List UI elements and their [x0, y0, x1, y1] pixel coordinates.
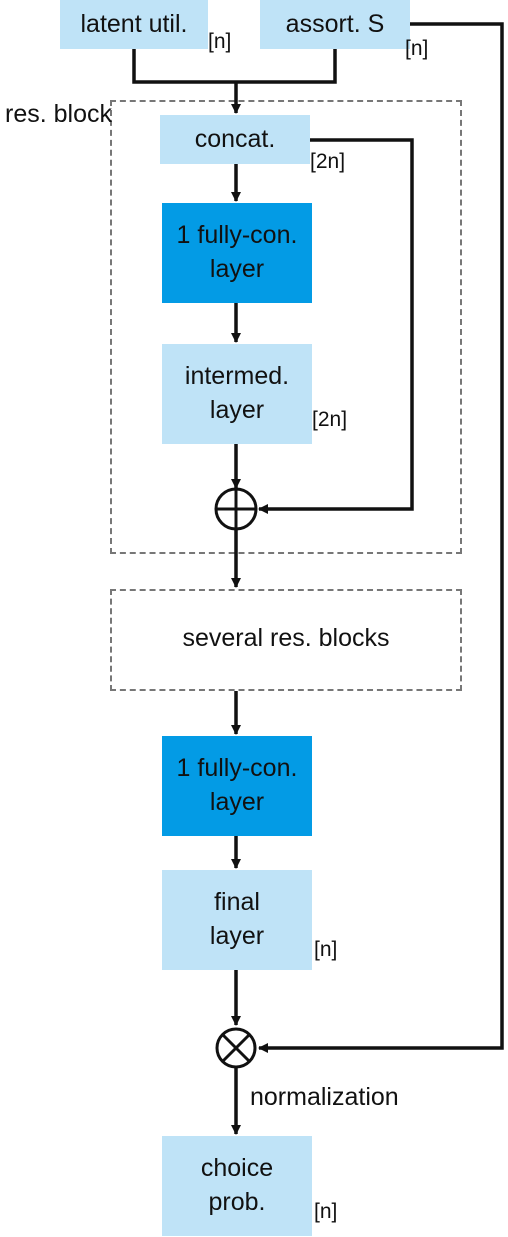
choice-line1: choice	[200, 1154, 274, 1183]
several-res-blocks-frame	[110, 589, 462, 691]
assort-s-label: assort. S	[285, 9, 385, 38]
multiply-operator-icon	[215, 1027, 257, 1069]
choice-dim: [n]	[314, 1200, 338, 1223]
latent-util-label: latent util.	[80, 9, 188, 38]
choice-prob-node: choice prob.	[162, 1136, 312, 1236]
add-operator-icon	[214, 487, 258, 531]
fc1-line1: 1 fully-con.	[176, 221, 298, 250]
final-layer-node: final layer	[162, 870, 312, 970]
fully-connected-layer-1: 1 fully-con. layer	[162, 203, 312, 303]
assort-s-wire	[236, 49, 337, 84]
assort-s-node: assort. S	[260, 0, 410, 49]
res-block-label: res. block	[5, 100, 112, 128]
final-line1: final	[214, 888, 260, 917]
final-dim: [n]	[314, 938, 338, 961]
assortment-mask-wire	[258, 22, 504, 1053]
skip-connection-wire	[258, 138, 414, 514]
final-line2: layer	[209, 922, 265, 950]
concat-dim: [2n]	[310, 150, 346, 173]
fc2-line2: layer	[209, 788, 265, 816]
fc1-line2: layer	[209, 255, 265, 283]
several-res-blocks-label: several res. blocks	[182, 624, 390, 652]
fully-connected-layer-2: 1 fully-con. layer	[162, 736, 312, 836]
intermed-layer-node: intermed. layer	[162, 344, 312, 444]
latent-util-dim: [n]	[208, 30, 232, 53]
latent-util-wire	[132, 49, 236, 84]
res-block-frame	[110, 100, 462, 554]
intermed-line1: intermed.	[184, 362, 290, 391]
latent-util-node: latent util.	[60, 0, 208, 49]
concat-node: concat.	[160, 115, 310, 164]
intermed-line2: layer	[209, 396, 265, 424]
concat-label: concat.	[194, 124, 276, 153]
normalization-label: normalization	[250, 1083, 399, 1111]
assort-s-dim: [n]	[405, 37, 429, 60]
intermed-dim: [2n]	[312, 408, 348, 431]
fc2-line1: 1 fully-con.	[176, 754, 298, 783]
choice-line2: prob.	[208, 1188, 266, 1216]
